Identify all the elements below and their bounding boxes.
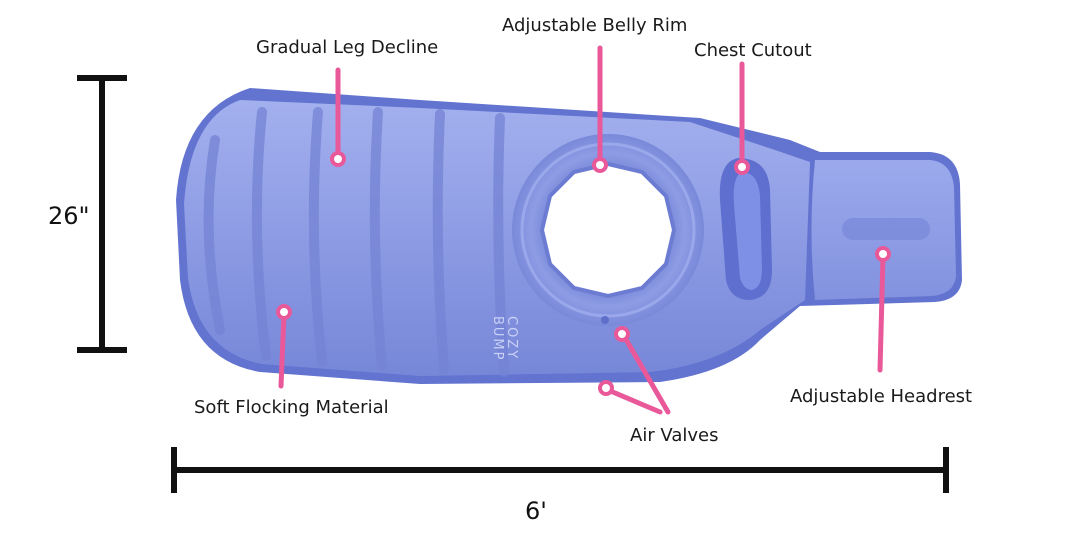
callout-dots (276, 151, 891, 396)
brand-logo: COZY BUMP (490, 316, 519, 362)
label-soft-flocking-material: Soft Flocking Material (194, 397, 389, 418)
callout-line-headrest (877, 253, 886, 373)
logo-line-1: COZY (504, 316, 519, 360)
length-dimension (171, 447, 949, 493)
callout-line-valve-2 (605, 387, 663, 415)
belly-hole (539, 161, 677, 299)
label-gradual-leg-decline: Gradual Leg Decline (256, 37, 439, 58)
height-dimension (77, 75, 127, 353)
label-chest-cutout: Chest Cutout (694, 40, 812, 61)
belly-rim-highlight (520, 142, 696, 318)
label-adjustable-headrest: Adjustable Headrest (790, 386, 973, 407)
headrest-groove (842, 218, 930, 240)
length-dimension-label: 6' (525, 497, 547, 525)
callout-line-valve-1 (621, 333, 671, 415)
logo-line-2: BUMP (490, 316, 505, 362)
leg-channels (203, 107, 509, 377)
chest-cutout-inner (733, 172, 762, 290)
dot-headrest (875, 246, 891, 262)
dot-flocking (276, 304, 292, 320)
label-air-valves: Air Valves (630, 425, 719, 446)
dot-leg-decline (330, 151, 346, 167)
dot-valve-1 (614, 326, 630, 342)
dot-chest-cutout (734, 159, 750, 175)
valve-marker (601, 316, 609, 324)
label-adjustable-belly-rim: Adjustable Belly Rim (502, 15, 688, 36)
dot-belly-rim (592, 157, 608, 173)
callout-lines (278, 45, 886, 415)
callout-line-flocking (278, 311, 287, 389)
height-dimension-label: 26" (48, 202, 90, 230)
dot-valve-2 (598, 380, 614, 396)
